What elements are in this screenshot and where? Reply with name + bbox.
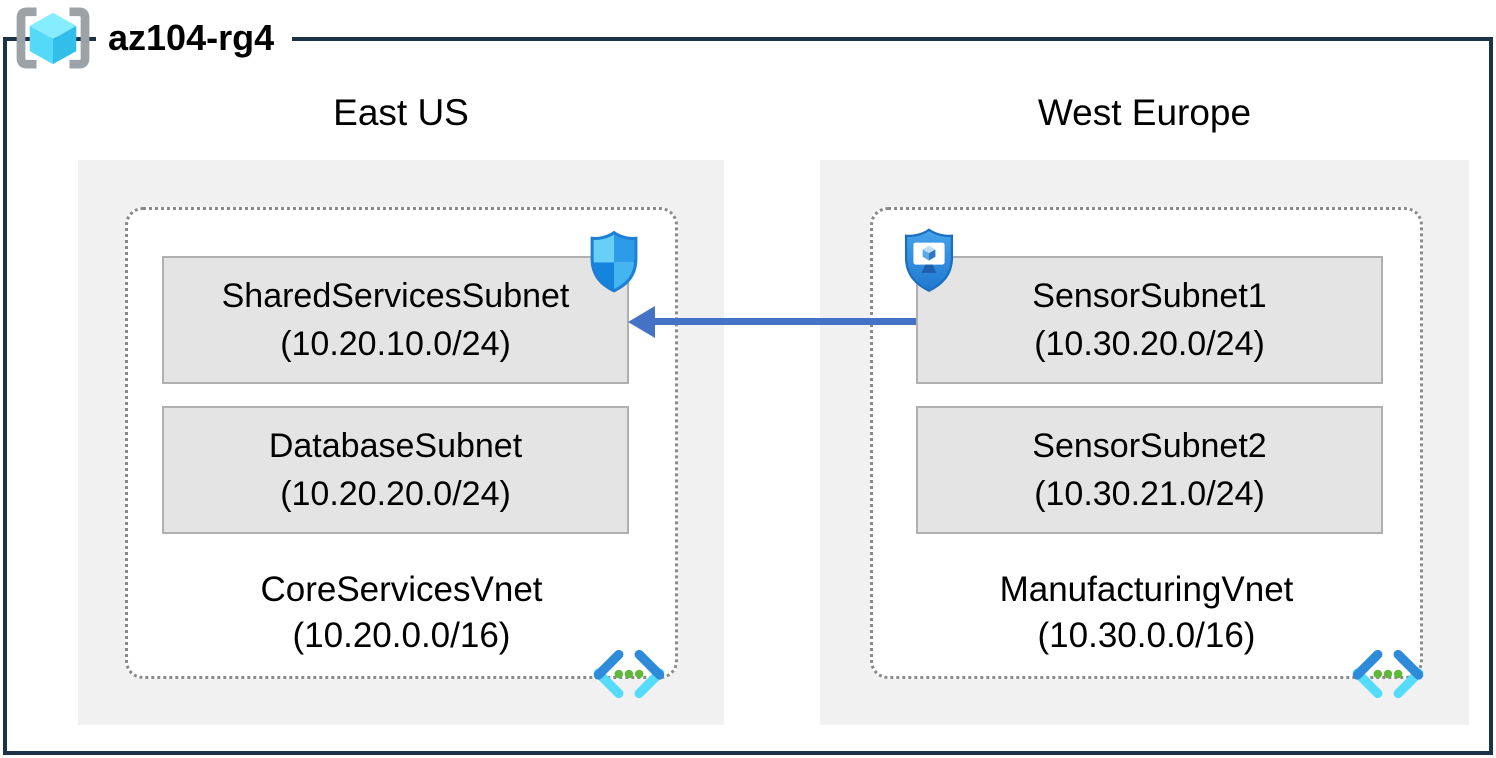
subnet-sharedservicessubnet: SharedServicesSubnet (10.20.10.0/24) [162,256,629,384]
nsg-shield-icon [590,230,638,293]
vnet-label-coreservicesvnet: CoreServicesVnet (10.20.0.0/16) [125,567,678,659]
subnet-databasesubnet: DatabaseSubnet (10.20.20.0/24) [162,406,629,534]
subnet-cidr: (10.20.20.0/24) [280,475,511,513]
peering-arrow-head [628,306,655,338]
subnet-sensorsubnet2: SensorSubnet2 (10.30.21.0/24) [916,406,1383,534]
region-label-east-us: East US [333,92,469,133]
resource-group-frame [3,37,1493,755]
resource-group-title: az104-rg4 [96,6,293,70]
subnet-name: SharedServicesSubnet [221,277,570,315]
vnet-label-manufacturingvnet: ManufacturingVnet (10.30.0.0/16) [870,567,1423,659]
peering-arrow-line [650,318,916,325]
subnet-cidr: (10.30.21.0/24) [1034,475,1265,513]
subnet-name: SensorSubnet2 [1032,427,1267,465]
resource-group-icon [16,7,90,69]
subnet-name: DatabaseSubnet [268,427,523,465]
subnet-cidr: (10.30.20.0/24) [1034,325,1265,363]
subnet-sensorsubnet1: SensorSubnet1 (10.30.20.0/24) [916,256,1383,384]
vnet-cidr: (10.30.0.0/16) [1037,616,1256,655]
asg-shield-icon [904,228,954,292]
vnet-cidr: (10.20.0.0/16) [292,616,511,655]
resource-group-header: az104-rg4 [10,6,293,70]
vnet-icon [593,649,665,699]
region-label-west-europe: West Europe [1037,92,1252,133]
vnet-icon [1352,649,1424,699]
vnet-name: ManufacturingVnet [999,570,1294,609]
subnet-cidr: (10.20.10.0/24) [280,325,511,363]
subnet-name: SensorSubnet1 [1032,277,1267,315]
vnet-name: CoreServicesVnet [260,570,543,609]
